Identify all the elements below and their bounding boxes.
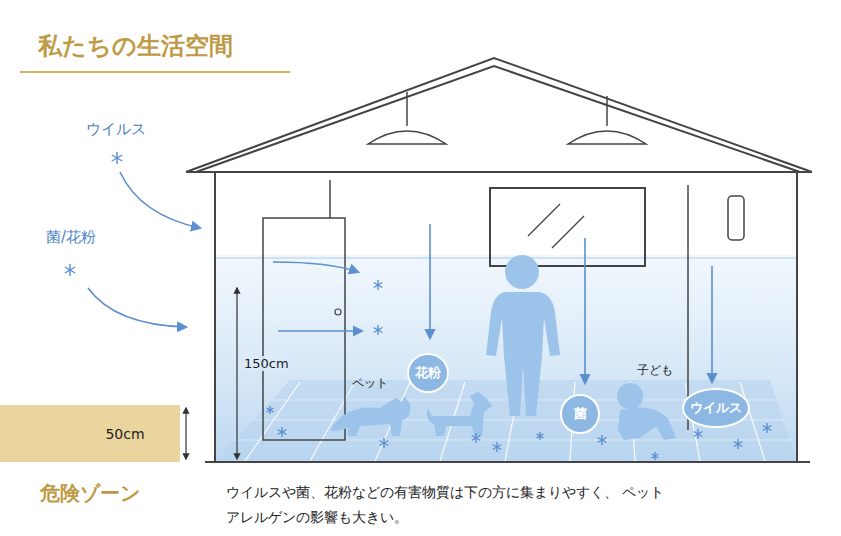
flow-arrows bbox=[88, 172, 712, 383]
pet-figures bbox=[330, 392, 492, 436]
dimension-label: 150cm bbox=[244, 356, 289, 371]
dimension-line bbox=[236, 288, 237, 459]
node-text: ウイルス bbox=[690, 399, 742, 417]
danger-zone-label: 危険ゾーン bbox=[40, 480, 140, 507]
germ-pollen-label: 菌/花粉 bbox=[46, 228, 96, 247]
air-haze bbox=[215, 255, 797, 462]
node-text: 50cm bbox=[105, 426, 144, 442]
node-text: 菌 bbox=[574, 405, 587, 423]
node-text: 花粉 bbox=[415, 364, 441, 382]
pet-label: ペット bbox=[352, 375, 388, 392]
dimension-line bbox=[185, 408, 186, 459]
person-figure bbox=[486, 255, 560, 416]
child-label: 子ども bbox=[637, 362, 673, 379]
caption: ウイルスや菌、花粉などの有害物質は下の方に集まりやすく、 ペットアレルゲンの影響… bbox=[226, 480, 666, 529]
diagram-title: 私たちの生活空間 bbox=[38, 30, 233, 62]
danger-band: 50cm bbox=[0, 405, 180, 462]
germ-bubble: 菌 bbox=[560, 394, 600, 434]
virus-label: ウイルス bbox=[86, 120, 146, 139]
pollen-bubble: 花粉 bbox=[407, 353, 449, 393]
house-outline bbox=[186, 58, 812, 462]
virus-bubble: ウイルス bbox=[682, 388, 750, 428]
child-figure bbox=[617, 383, 676, 440]
title-rule bbox=[20, 71, 290, 73]
floor bbox=[215, 380, 797, 462]
